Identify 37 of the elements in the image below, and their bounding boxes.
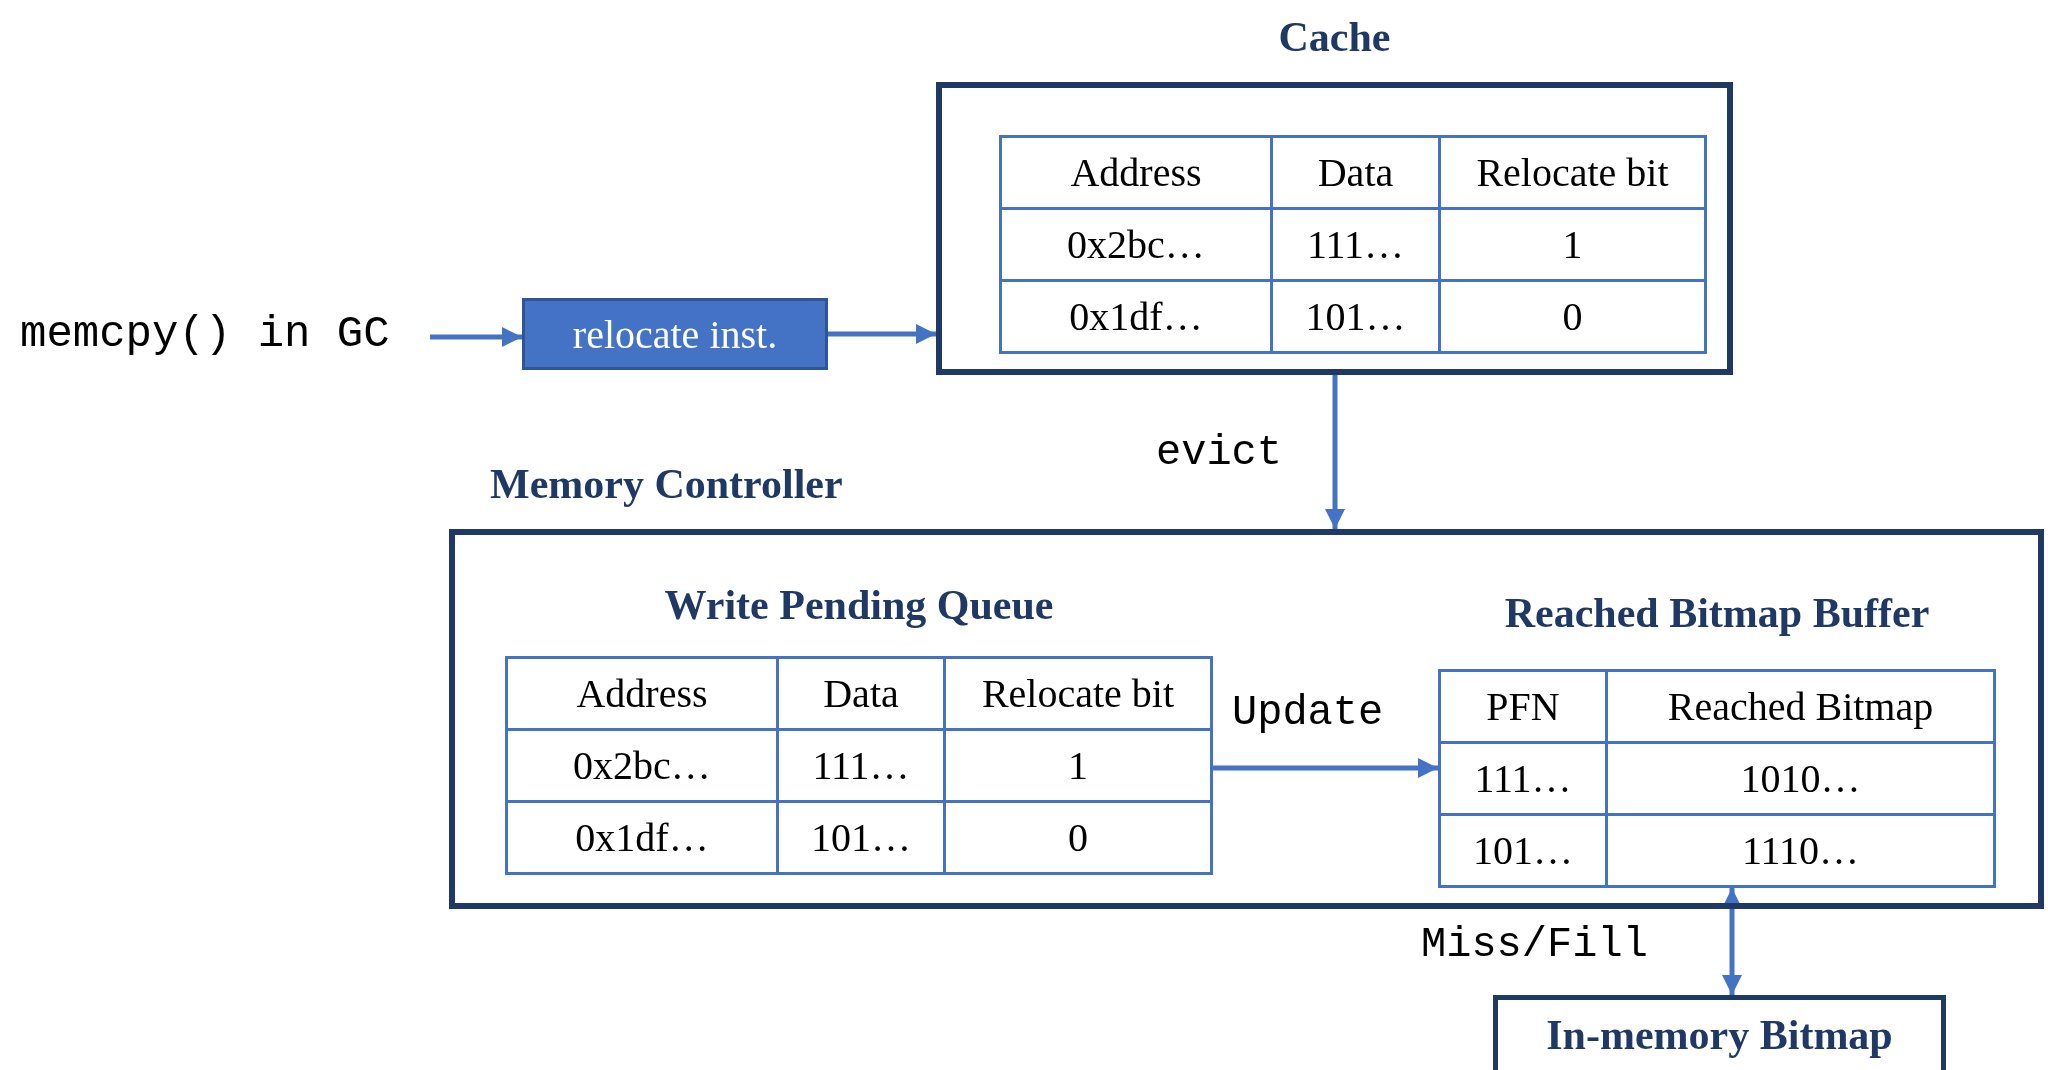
table-cell: 101…: [779, 803, 946, 875]
table-cell: 101…: [1273, 282, 1441, 354]
arrow: [430, 327, 522, 347]
table-cell: 1010…: [1608, 744, 1996, 816]
process-box: relocate inst.: [522, 298, 828, 370]
column-header: Data: [779, 659, 946, 731]
table-title: Reached Bitmap Buffer: [1504, 592, 1930, 638]
table-cell: 111…: [779, 731, 946, 803]
container-title: Memory Controller: [490, 463, 843, 505]
table-cell: 101…: [1441, 816, 1608, 888]
table-cell: 0x1df…: [508, 803, 779, 875]
table-cell: 0: [1441, 282, 1707, 354]
column-header: Address: [1002, 138, 1273, 210]
arrow: [1325, 375, 1345, 529]
arrow: [1722, 888, 1742, 995]
code-text: memcpy() in GC: [20, 312, 430, 358]
column-header: Reached Bitmap: [1608, 672, 1996, 744]
memory-box: In-memory Bitmap: [1493, 995, 1946, 1070]
container-title: Cache: [1277, 16, 1392, 58]
table-title: Write Pending Queue: [664, 584, 1054, 630]
table-cell: 0x1df…: [1002, 282, 1273, 354]
table-cell: 1110…: [1608, 816, 1996, 888]
table-cell: 1: [946, 731, 1213, 803]
column-header: Relocate bit: [1441, 138, 1707, 210]
column-header: Address: [508, 659, 779, 731]
column-header: Data: [1273, 138, 1441, 210]
table-cell: 0x2bc…: [508, 731, 779, 803]
arrow: [828, 324, 936, 344]
table-cell: 0x2bc…: [1002, 210, 1273, 282]
table-cell: 0: [946, 803, 1213, 875]
column-header: PFN: [1441, 672, 1608, 744]
table-cell: 111…: [1441, 744, 1608, 816]
table-cell: 111…: [1273, 210, 1441, 282]
table-cell: 1: [1441, 210, 1707, 282]
column-header: Relocate bit: [946, 659, 1213, 731]
arrow: [1213, 758, 1438, 778]
edge-label: Update: [1232, 692, 1384, 734]
